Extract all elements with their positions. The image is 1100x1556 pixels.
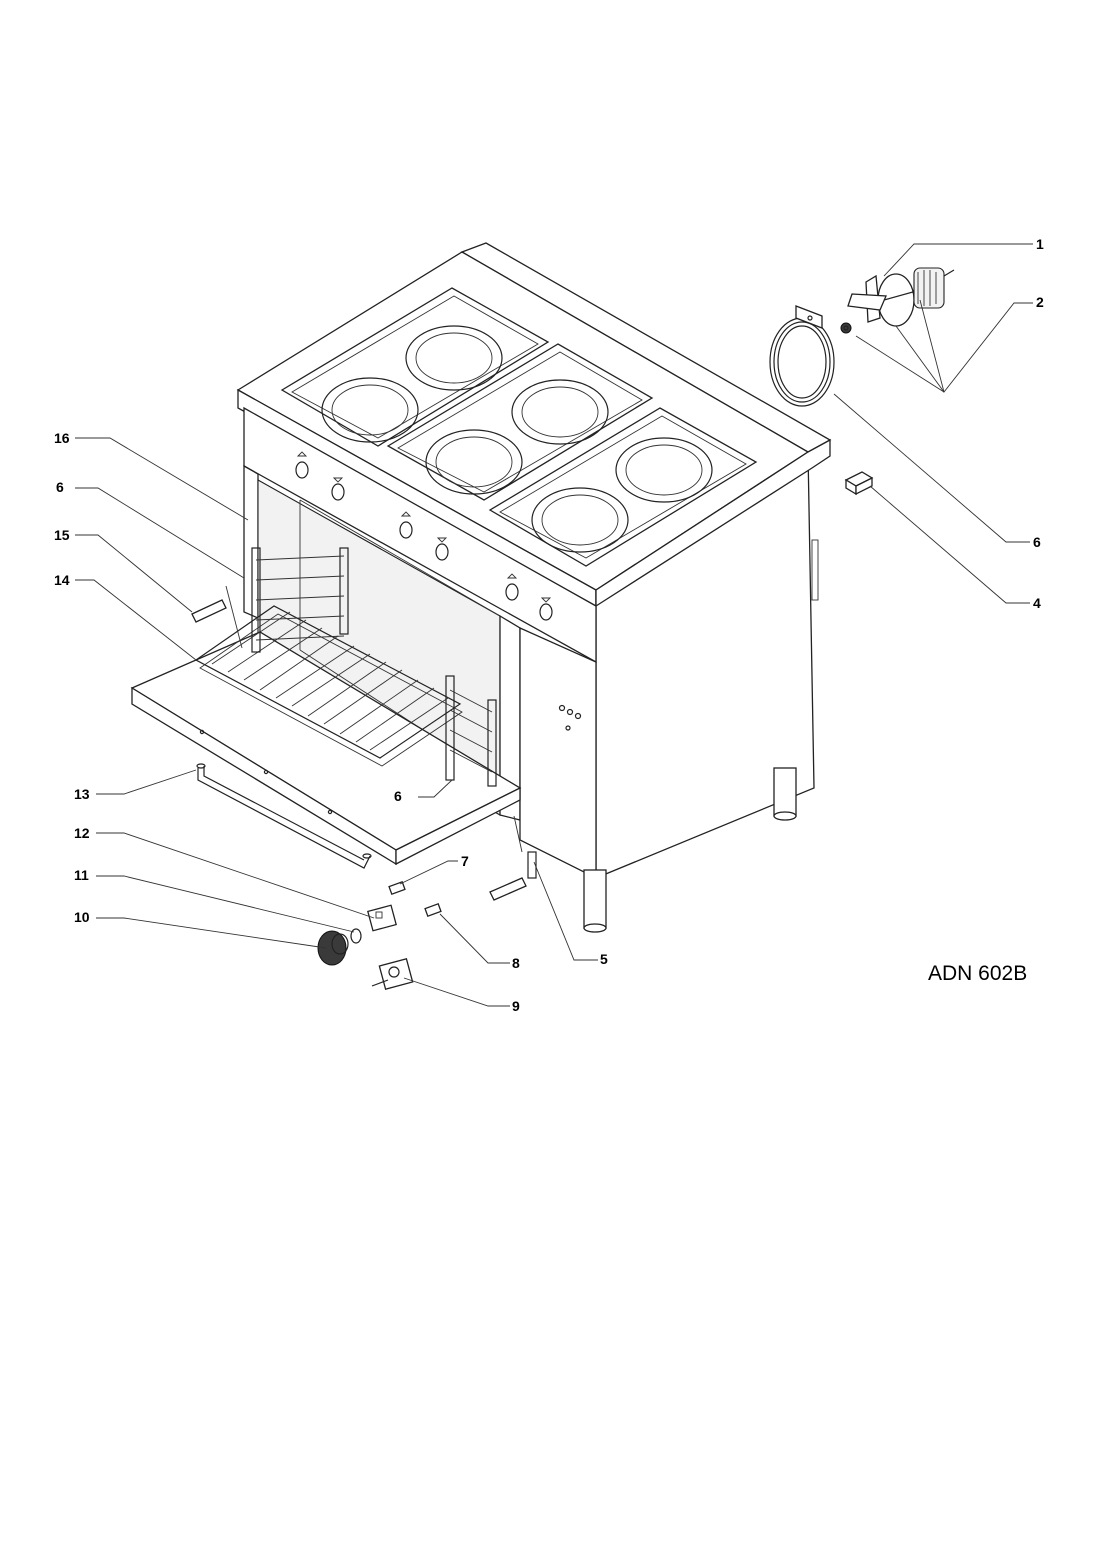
hot-plates — [321, 325, 713, 553]
door-hinge-right — [489, 815, 537, 901]
callout-4: 4 — [1033, 595, 1041, 611]
callout-10: 10 — [74, 909, 90, 925]
callout-5: 5 — [600, 951, 608, 967]
circular-heating-element — [769, 305, 835, 407]
switch-part — [367, 904, 397, 932]
callout-13: 13 — [74, 786, 90, 802]
callout-15: 15 — [54, 527, 70, 543]
callout-8: 8 — [512, 955, 520, 971]
model-label: ADN 602B — [928, 962, 1028, 985]
shelf-support-left — [251, 547, 349, 653]
knob-ring — [350, 928, 362, 944]
oven-door — [130, 631, 522, 866]
callout-6-upper: 6 — [56, 479, 64, 495]
callout-labels: 1 2 6 4 5 6 6 7 8 9 10 11 12 13 14 15 16 — [54, 236, 1044, 1014]
callout-12: 12 — [74, 825, 90, 841]
callout-1: 1 — [1036, 236, 1044, 252]
thermostat-part — [371, 957, 414, 991]
callout-2: 2 — [1036, 294, 1044, 310]
callout-9: 9 — [512, 998, 520, 1014]
door-handle — [196, 763, 372, 869]
fan-motor-assembly — [840, 267, 955, 334]
callout-6-lower: 6 — [394, 788, 402, 804]
callout-14: 14 — [54, 572, 70, 588]
leader-lines — [75, 243, 1033, 1007]
oven-rack — [194, 605, 463, 767]
callout-7: 7 — [461, 853, 469, 869]
shelf-support-right — [445, 675, 497, 787]
door-hinge-left — [191, 585, 243, 649]
callout-3: 6 — [1033, 534, 1041, 550]
bracket-part — [844, 471, 874, 496]
control-panel-knobs — [295, 451, 553, 621]
callout-11: 11 — [74, 867, 89, 883]
pin-part — [388, 881, 442, 917]
control-knob — [317, 930, 349, 966]
callout-16: 16 — [54, 430, 70, 446]
